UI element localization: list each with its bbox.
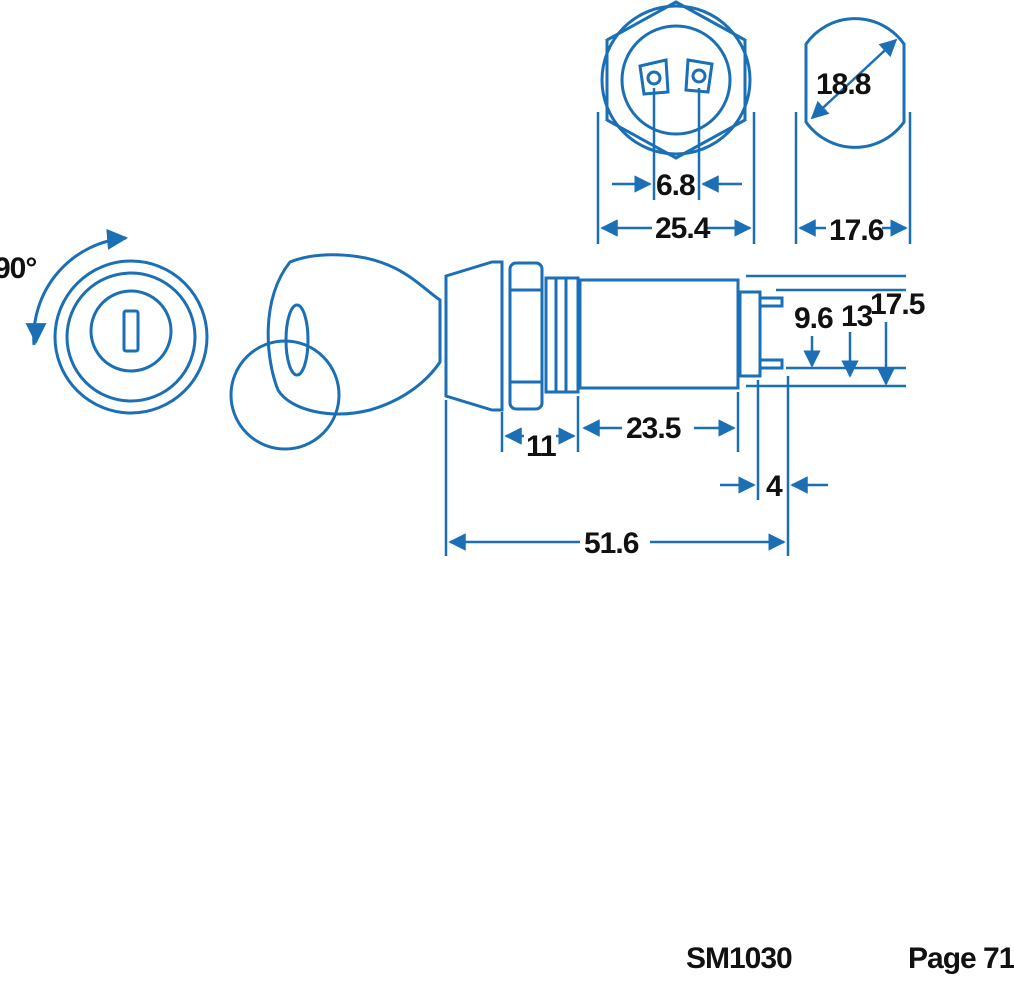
label-rotation: 90° <box>0 252 36 285</box>
pin-bottom <box>758 358 784 370</box>
terminal-left <box>638 58 670 96</box>
label-hex-width: 25.4 <box>655 212 711 245</box>
front-face-view <box>25 229 209 415</box>
label-pin-height-13: 13 <box>841 300 873 333</box>
hex-nut <box>508 261 544 411</box>
front-bezel-outer <box>53 259 209 415</box>
hex-circle <box>600 4 752 156</box>
key-ring <box>229 339 341 451</box>
label-pin-height-17-5: 17.5 <box>870 288 925 321</box>
rear-cap <box>738 290 762 378</box>
hex-outline <box>605 0 747 160</box>
side-view <box>229 253 784 451</box>
terminal-right-hole <box>691 68 707 84</box>
terminal-right <box>684 58 714 94</box>
switch-body <box>578 278 740 390</box>
keyhole-cylinder <box>89 289 173 373</box>
inner-circle <box>620 24 732 136</box>
dim-18-8-arrow <box>810 38 898 120</box>
front-bezel-inner <box>65 271 197 403</box>
label-pin-length: 4 <box>766 470 783 503</box>
label-across-flats: 18.8 <box>816 68 871 101</box>
part-code: SM1030 <box>686 942 793 975</box>
body-section-outline <box>804 17 906 149</box>
pin-top <box>758 296 784 308</box>
terminal-left-hole <box>646 70 662 86</box>
label-pin-height-9-6: 9.6 <box>794 302 833 335</box>
rotation-arc-top <box>32 229 129 346</box>
end-view-hex <box>600 0 752 160</box>
thread <box>544 276 580 394</box>
page-number: Page 71 <box>908 942 1014 975</box>
label-body-length: 23.5 <box>626 412 681 445</box>
key-bow <box>266 253 442 416</box>
keyhole-slot <box>122 309 140 353</box>
bezel-flange <box>444 260 504 412</box>
label-overall-length: 51.6 <box>584 527 639 560</box>
key-bow-hole <box>284 303 310 377</box>
label-pin-pitch: 6.8 <box>656 169 695 202</box>
label-thread-length: 11 <box>526 430 556 463</box>
label-body-width: 17.6 <box>829 214 884 247</box>
end-view-body <box>804 17 906 149</box>
